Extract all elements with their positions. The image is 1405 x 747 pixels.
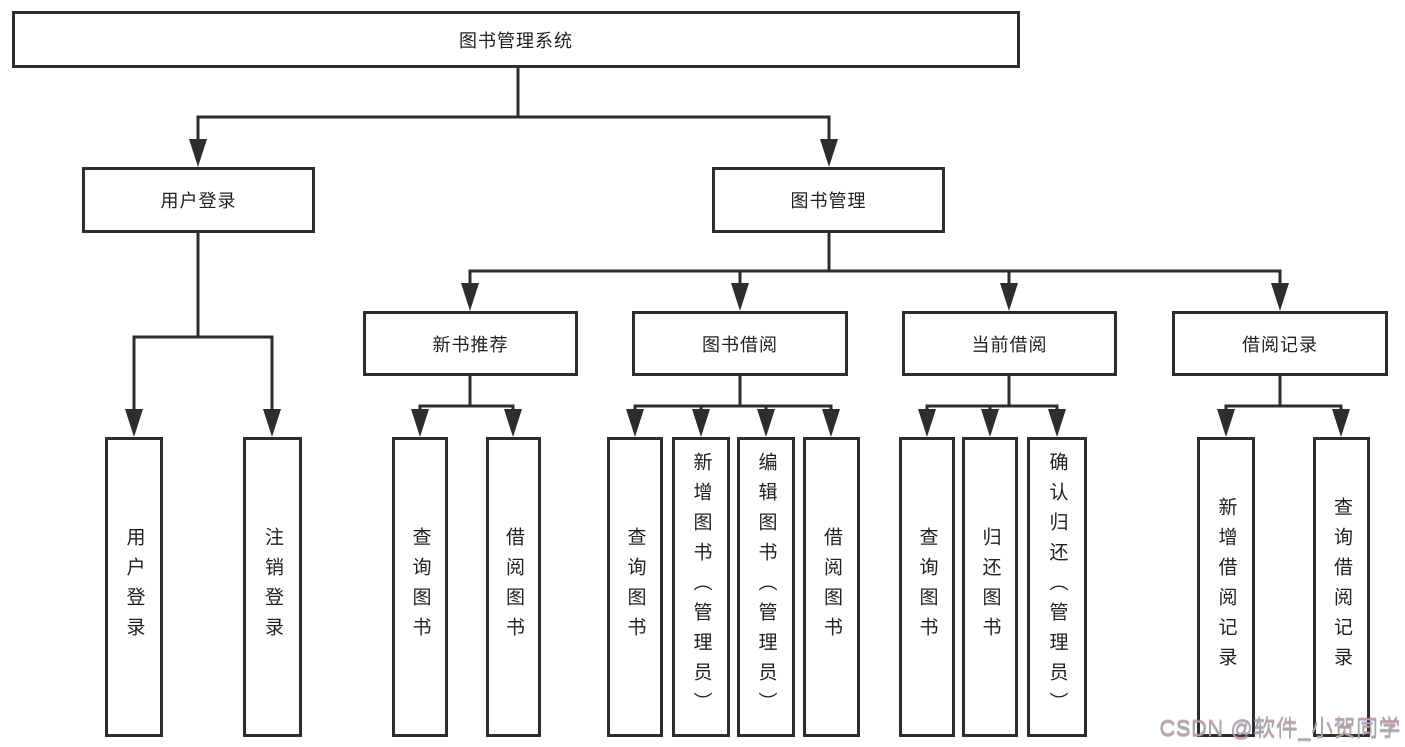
- leaf-confirm-return-admin-label: 确认归还（管理员）: [1046, 452, 1068, 722]
- leaf-confirm-return-admin: 确认归还（管理员）: [1027, 437, 1087, 737]
- leaf-logout-label: 注销登录: [262, 527, 283, 647]
- leaf-query-borrow-record: 查询借阅记录: [1313, 437, 1370, 737]
- leaf-logout: 注销登录: [243, 437, 302, 737]
- leaf-user-login: 用户登录: [105, 437, 163, 737]
- leaf-return-book-label: 归还图书: [979, 527, 1001, 647]
- watermark: CSDN @软件_小贺同学: [1159, 716, 1401, 741]
- node-borrow-records-label: 借阅记录: [1242, 334, 1318, 355]
- node-new-book-recommend-label: 新书推荐: [432, 334, 509, 355]
- node-book-management-label: 图书管理: [790, 191, 867, 211]
- node-book-borrow-label: 图书借阅: [702, 334, 778, 355]
- leaf-borrow-book-recommend-label: 借阅图书: [503, 527, 524, 647]
- node-root-label: 图书管理系统: [459, 30, 573, 51]
- leaf-query-book-borrow: 查询图书: [607, 437, 663, 737]
- leaf-edit-book-admin: 编辑图书（管理员）: [737, 437, 795, 737]
- leaf-add-book-admin-label: 新增图书（管理员）: [690, 452, 712, 722]
- leaf-user-login-label: 用户登录: [123, 527, 145, 647]
- node-new-book-recommend: 新书推荐: [363, 311, 578, 376]
- leaf-edit-book-admin-label: 编辑图书（管理员）: [755, 452, 777, 722]
- leaf-add-borrow-record: 新增借阅记录: [1197, 437, 1255, 737]
- leaf-borrow-book-recommend: 借阅图书: [486, 437, 541, 737]
- node-borrow-records: 借阅记录: [1172, 311, 1388, 376]
- leaf-query-book-current-label: 查询图书: [916, 527, 938, 647]
- node-current-borrow-label: 当前借阅: [971, 334, 1048, 355]
- leaf-query-book-recommend: 查询图书: [392, 437, 448, 737]
- leaf-add-borrow-record-label: 新增借阅记录: [1215, 497, 1237, 677]
- node-current-borrow: 当前借阅: [902, 311, 1117, 376]
- leaf-borrow-book-label: 借阅图书: [821, 527, 842, 647]
- leaf-query-borrow-record-label: 查询借阅记录: [1331, 497, 1352, 677]
- node-user-login: 用户登录: [82, 167, 315, 233]
- node-user-login-label: 用户登录: [160, 191, 237, 211]
- leaf-query-book-recommend-label: 查询图书: [409, 527, 431, 647]
- leaf-query-book-borrow-label: 查询图书: [624, 527, 646, 647]
- leaf-return-book: 归还图书: [962, 437, 1018, 737]
- node-book-borrow: 图书借阅: [632, 311, 848, 376]
- leaf-query-book-current: 查询图书: [899, 437, 955, 737]
- leaf-borrow-book: 借阅图书: [803, 437, 860, 737]
- leaf-add-book-admin: 新增图书（管理员）: [672, 437, 730, 737]
- node-root: 图书管理系统: [12, 11, 1020, 68]
- node-book-management: 图书管理: [712, 167, 945, 233]
